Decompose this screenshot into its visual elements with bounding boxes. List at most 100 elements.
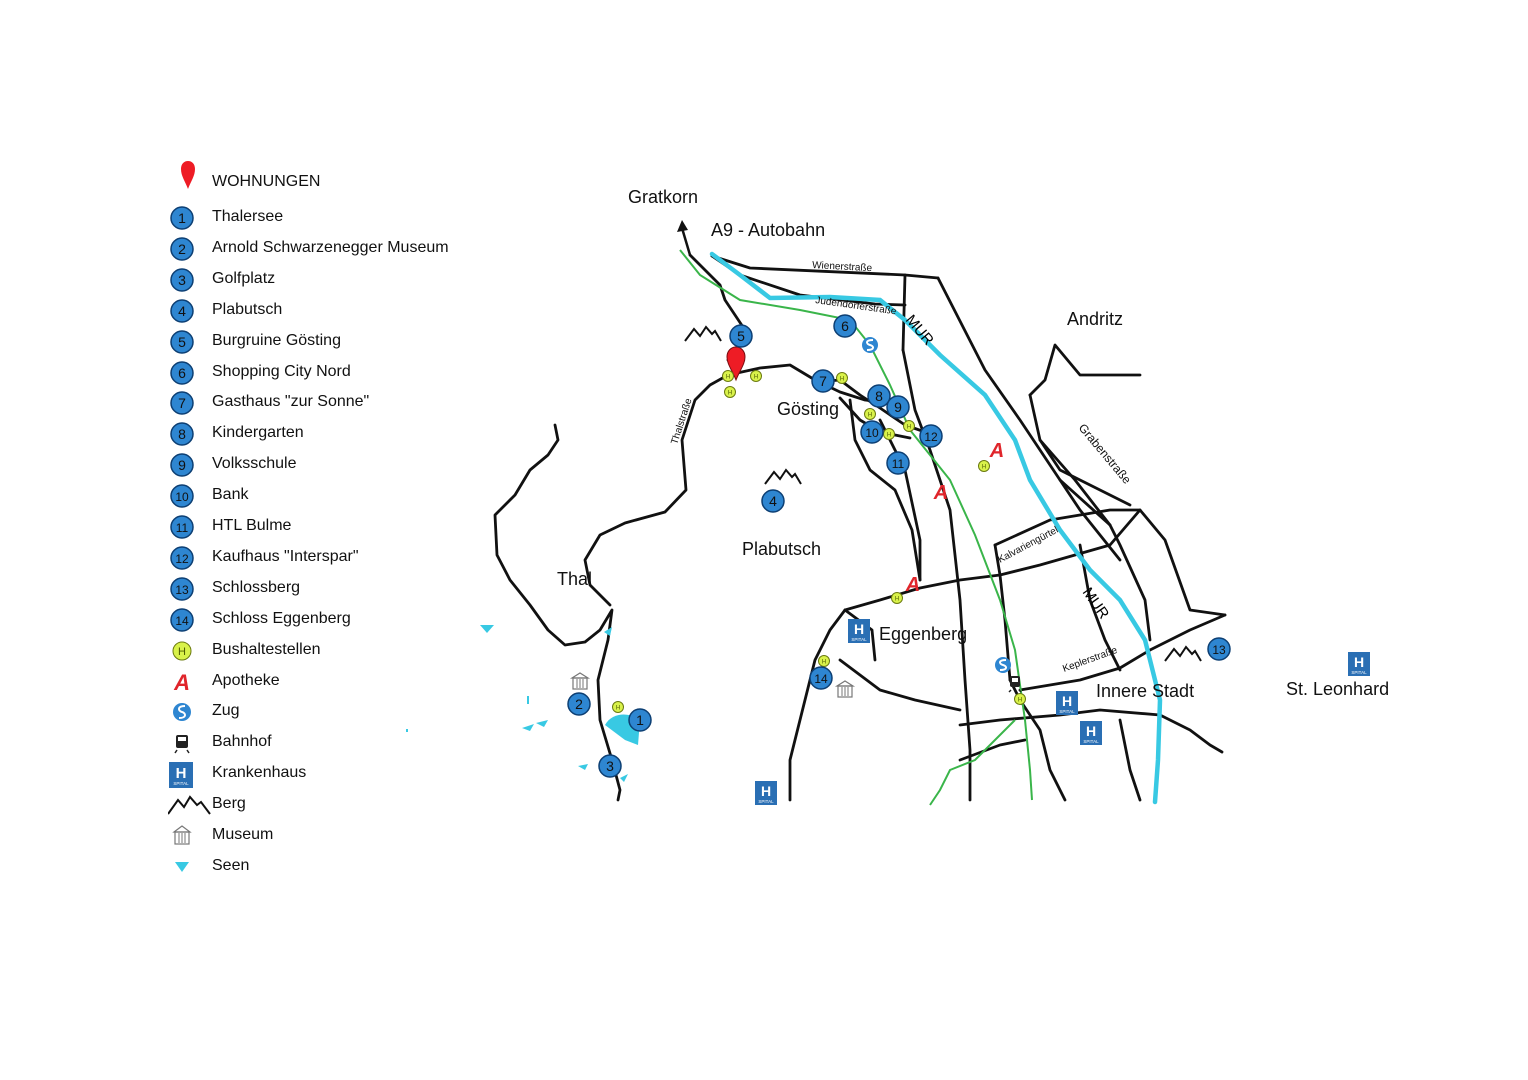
legend-item: Museum [160,821,490,851]
legend-label: Gasthaus "zur Sonne" [212,393,370,411]
legend-label: Museum [212,826,274,843]
street-thalstrasse: Thalstraße [669,397,694,446]
poi-marker-13[interactable]: 13 [1207,637,1231,661]
legend-item: Bahnhof [160,728,490,758]
poi-marker-number: 5 [737,328,745,344]
poi-number-icon: 9 [168,452,208,478]
bus-stop-icon[interactable]: H [864,408,876,420]
bus-stop-icon[interactable]: H [1014,693,1026,705]
legend-number: 1 [178,210,186,226]
pharmacy-icon[interactable]: A [905,574,920,596]
place-andritz: Andritz [1067,309,1123,329]
bus-stop-icon[interactable]: H [903,420,915,432]
poi-number-icon: 5 [168,329,208,355]
museum-icon[interactable] [569,672,591,690]
poi-marker-14[interactable]: 14 [809,666,833,690]
legend-number: 3 [178,272,186,288]
bus-stop-icon[interactable]: H [818,655,830,667]
legend-item: Zug [160,697,490,727]
poi-marker-8[interactable]: 8 [867,384,891,408]
poi-marker-11[interactable]: 11 [886,451,910,475]
legend-number: 14 [175,614,189,628]
legend-label: Shopping City Nord [212,362,351,380]
poi-marker-1[interactable]: 1 [628,708,652,732]
bus-stop-icon[interactable]: H [883,428,895,440]
poi-marker-10[interactable]: 10 [860,420,884,444]
hospital-letter: H [1062,693,1072,709]
legend-number: 4 [178,303,186,319]
bus-stop-icon[interactable]: H [724,386,736,398]
train-icon[interactable] [862,337,878,353]
museum-icon[interactable] [834,680,856,698]
road-network [493,253,1227,802]
station-icon[interactable] [1008,676,1022,693]
poi-marker-number: 7 [819,373,827,389]
bus-stop-icon[interactable]: H [891,592,903,604]
place-eggenberg: Eggenberg [879,624,967,644]
legend-number: 2 [178,241,186,257]
poi-marker-5[interactable]: 5 [729,324,753,348]
legend-item: WOHNUNGEN [160,161,490,195]
legend-item: Seen [160,852,490,882]
bus-stop-letter: H [907,425,911,431]
hospital-letter: H [1086,723,1096,739]
hospital-letter: H [761,783,771,799]
poi-marker-6[interactable]: 6 [833,314,857,338]
legend-label: Bushaltestellen [212,640,321,658]
poi-marker-12[interactable]: 12 [919,424,943,448]
legend-label: Arnold Schwarzenegger Museum [212,238,449,256]
pharmacy-icon: A [168,669,208,695]
bus-stop-icon[interactable]: H [722,370,734,382]
bus-stop-icon[interactable]: H [978,460,990,472]
poi-marker-2[interactable]: 2 [567,692,591,716]
bus-stop-letter: H [868,413,872,419]
poi-marker-7[interactable]: 7 [811,369,835,393]
place-goesting: Gösting [777,399,839,419]
poi-marker-number: 12 [924,430,938,444]
poi-marker-4[interactable]: 4 [761,489,785,513]
pharmacy-icon[interactable]: A [933,482,948,504]
street-grabenstrasse: Grabenstraße [1076,421,1135,487]
legend-label: Volksschule [212,455,297,473]
poi-marker-number: 13 [1212,643,1226,657]
poi-marker-9[interactable]: 9 [886,395,910,419]
place-plabutsch: Plabutsch [742,539,821,559]
legend-number: 5 [178,334,186,350]
train-icon[interactable] [995,657,1011,673]
bus-stop-icon[interactable]: H [750,370,762,382]
poi-number-icon: 4 [168,298,208,324]
poi-number-icon: 3 [168,267,208,293]
hospital-sub: SPITAL [851,637,867,642]
bus-stop-letter: H [726,375,730,381]
bus-stop-letter: H [982,465,986,471]
place-gratkorn: Gratkorn [628,187,698,207]
bus-stop-icon[interactable]: H [612,701,624,713]
hospital-sub: SPITAL [1083,739,1099,744]
legend-label: Berg [212,795,246,813]
bus-stop-letter: H [895,597,899,603]
place-labels: Gratkorn A9 - Autobahn Andritz Gösting P… [557,187,1389,701]
poi-marker-3[interactable]: 3 [598,754,622,778]
poi-number-icon: 10 [168,483,208,509]
legend-label: HTL Bulme [212,517,292,534]
bus-stop-letter: H [840,377,844,383]
pharmacy-icon[interactable]: A [989,440,1004,462]
bus-stop-icon[interactable]: H [836,372,848,384]
apartment-pin-icon[interactable] [726,346,746,382]
svg-text:SPITAL: SPITAL [173,781,189,786]
legend-number: 12 [175,552,189,566]
